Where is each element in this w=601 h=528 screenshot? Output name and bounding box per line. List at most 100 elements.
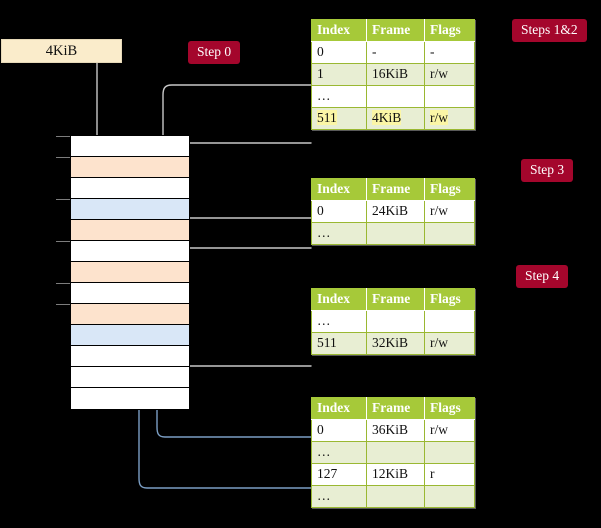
badge-steps-1-2: Steps 1&2 xyxy=(512,19,587,42)
cell-flags xyxy=(424,441,475,464)
cell-flags: r/w xyxy=(424,419,475,442)
badge-step-4-label: Step 4 xyxy=(525,268,560,283)
highlighted-value: 4KiB xyxy=(372,110,402,125)
memory-frame-row xyxy=(71,220,189,241)
badge-step-4: Step 4 xyxy=(516,265,569,288)
memory-scale-tick xyxy=(56,199,70,200)
column-header-index: Index xyxy=(311,397,367,420)
memory-frame-row xyxy=(71,136,189,157)
column-header-flags: Flags xyxy=(424,288,475,311)
highlighted-value: r/w xyxy=(430,110,448,125)
memory-frame-row xyxy=(71,241,189,262)
cell-index: 0 xyxy=(311,419,367,442)
cell-index: 0 xyxy=(311,200,367,223)
cell-frame: 4KiB xyxy=(366,107,425,130)
column-header-frame: Frame xyxy=(366,178,425,201)
memory-frame-row xyxy=(71,325,189,346)
memory-scale-tick xyxy=(56,157,70,158)
cell-index: … xyxy=(311,485,367,508)
column-header-flags: Flags xyxy=(424,178,475,201)
table-row: 511 4KiB r/w xyxy=(311,107,475,130)
cell-frame: 32KiB xyxy=(366,332,425,355)
cell-index: 127 xyxy=(311,463,367,486)
cell-frame: 16KiB xyxy=(366,63,425,86)
source-frame-label: 4KiB xyxy=(45,43,78,59)
cell-flags: r/w xyxy=(424,63,475,86)
cell-index: … xyxy=(311,310,367,333)
column-header-flags: Flags xyxy=(424,19,475,42)
cell-flags xyxy=(424,85,475,108)
column-header-frame: Frame xyxy=(366,288,425,311)
cell-index: … xyxy=(311,222,367,245)
memory-frame-row xyxy=(71,157,189,178)
table-row: … xyxy=(311,85,475,108)
column-header-flags: Flags xyxy=(424,397,475,420)
badge-step-0: Step 0 xyxy=(188,41,241,64)
cell-index: 1 xyxy=(311,63,367,86)
column-header-index: Index xyxy=(311,288,367,311)
memory-scale-tick xyxy=(56,283,70,284)
source-frame-box: 4KiB xyxy=(1,39,122,63)
badge-step-3: Step 3 xyxy=(521,159,574,182)
memory-frame-row xyxy=(71,262,189,283)
cell-frame: 24KiB xyxy=(366,200,425,223)
cell-index: … xyxy=(311,85,367,108)
memory-frame-row xyxy=(71,283,189,304)
memory-frame-row xyxy=(71,367,189,388)
memory-scale-tick xyxy=(56,241,70,242)
table-row: … xyxy=(311,485,475,508)
badge-step-3-label: Step 3 xyxy=(530,162,565,177)
cell-frame: 12KiB xyxy=(366,463,425,486)
badge-step-0-label: Step 0 xyxy=(197,44,232,59)
column-header-index: Index xyxy=(311,178,367,201)
column-header-index: Index xyxy=(311,19,367,42)
table-row: … xyxy=(311,441,475,464)
memory-frame-row xyxy=(71,199,189,220)
cell-flags xyxy=(424,485,475,508)
column-header-frame: Frame xyxy=(366,397,425,420)
table-row: … xyxy=(311,310,475,333)
cell-frame xyxy=(366,310,425,333)
cell-index: 511 xyxy=(311,332,367,355)
cell-flags: r/w xyxy=(424,332,475,355)
column-header-frame: Frame xyxy=(366,19,425,42)
cell-index: … xyxy=(311,441,367,464)
cell-frame xyxy=(366,485,425,508)
memory-frame-row xyxy=(71,304,189,325)
memory-frame-row xyxy=(71,346,189,367)
memory-frame-row xyxy=(71,178,189,199)
badge-steps-1-2-label: Steps 1&2 xyxy=(521,22,578,37)
cell-flags: r/w xyxy=(424,200,475,223)
memory-scale-tick xyxy=(56,136,70,137)
memory-scale-tick xyxy=(56,304,70,305)
cell-frame: - xyxy=(366,41,425,64)
table-row: … xyxy=(311,222,475,245)
cell-flags xyxy=(424,310,475,333)
cell-frame xyxy=(366,85,425,108)
highlighted-value: 511 xyxy=(317,110,337,125)
cell-index: 511 xyxy=(311,107,367,130)
cell-flags: r/w xyxy=(424,107,475,130)
cell-index: 0 xyxy=(311,41,367,64)
cell-frame xyxy=(366,441,425,464)
cell-frame: 36KiB xyxy=(366,419,425,442)
cell-flags: r xyxy=(424,463,475,486)
cell-flags xyxy=(424,222,475,245)
table-row: 0-- xyxy=(311,41,475,64)
physical-memory-column xyxy=(70,135,190,410)
memory-frame-row xyxy=(71,388,189,409)
